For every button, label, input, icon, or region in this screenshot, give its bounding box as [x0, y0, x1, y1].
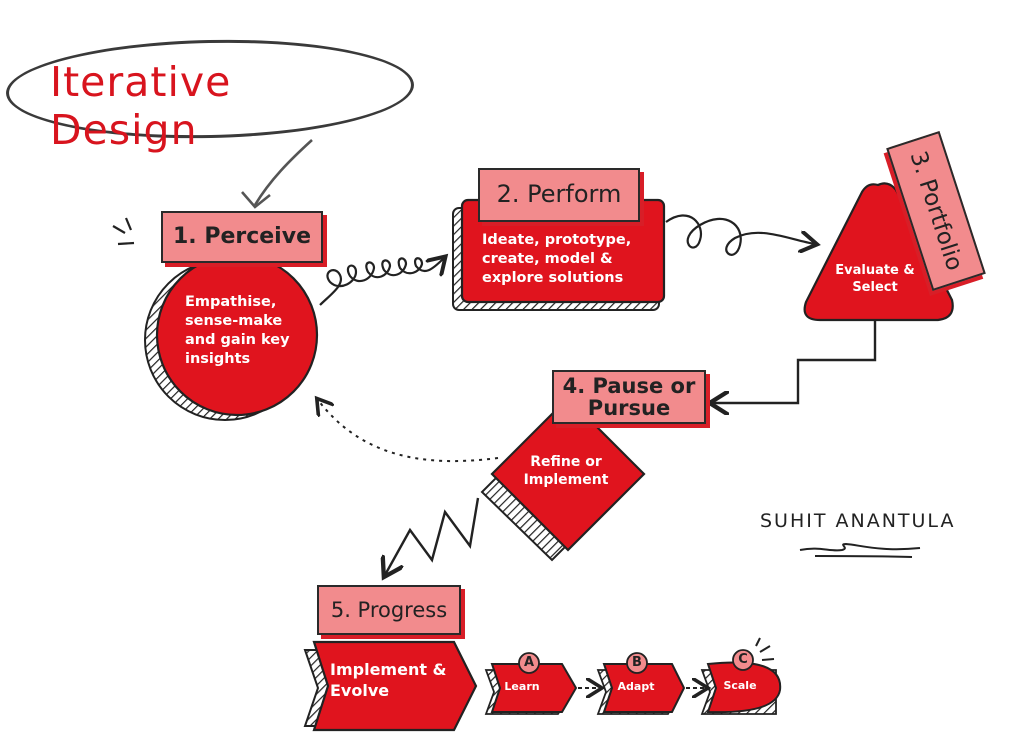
stage-scale-label: Scale: [723, 679, 757, 692]
perform-text: Ideate, prototype, create, model & explo…: [482, 232, 632, 286]
stage-adapt-label: Adapt: [617, 680, 655, 693]
perceive-text: Empathise, sense-make and gain key insig…: [185, 294, 290, 367]
progress-label: 5. Progress: [317, 585, 461, 635]
pause-text: Refine or Implement: [523, 454, 609, 489]
dotted-feedback-arrow: [318, 400, 499, 463]
spiral-arrow: [319, 258, 444, 306]
squiggle-arrow: [665, 214, 815, 256]
badge-c-circle: [732, 649, 754, 671]
stage-badge-a: A: [523, 655, 535, 670]
perceive-label: 1. Perceive: [161, 211, 323, 263]
pause-label: 4. Pause or Pursue: [552, 370, 706, 424]
perform-label: 2. Perform: [478, 168, 640, 222]
author-signature: SUHIT ANANTULA: [760, 510, 956, 532]
stage-badge-b: B: [632, 655, 642, 670]
step-arrow: [712, 320, 877, 403]
badge-a-circle: [518, 652, 540, 674]
adapt-shape: [602, 663, 686, 713]
spark-marks: [112, 217, 135, 246]
scale-spark-marks: [755, 637, 775, 661]
refine-diamond: [490, 396, 646, 552]
stage-badge-c: C: [738, 652, 748, 667]
learn-shape: [490, 663, 578, 713]
signature-underline: [799, 542, 921, 558]
diagram-title: Iterative Design: [50, 58, 232, 154]
stage-learn-label: Learn: [504, 680, 540, 693]
zigzag-arrow: [385, 497, 480, 575]
portfolio-triangle: [803, 182, 954, 322]
progress-text: Implement & Evolve: [330, 660, 447, 700]
portfolio-text: Evaluate & Select: [835, 263, 915, 295]
intro-arrow: [253, 139, 313, 206]
implement-shape: [312, 640, 478, 732]
badge-b-circle: [626, 652, 648, 674]
